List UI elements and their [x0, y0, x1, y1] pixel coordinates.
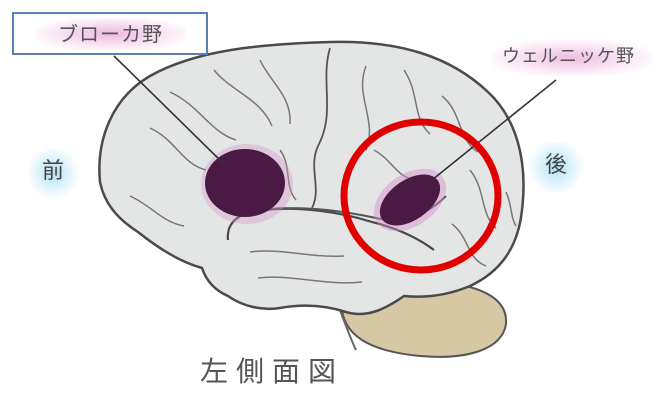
- brain-lateral-view-icon: [99, 42, 523, 314]
- broca-label: ブローカ野: [58, 24, 163, 44]
- front-direction-label: 前: [28, 148, 78, 198]
- back-direction-label: 後: [528, 142, 584, 192]
- front-label-text: 前: [28, 161, 78, 183]
- wernicke-label: ウェルニッケ野: [502, 48, 635, 66]
- wernicke-label-box: ウェルニッケ野: [492, 38, 652, 78]
- broca-area: [205, 149, 285, 217]
- broca-label-box: ブローカ野: [12, 12, 208, 55]
- diagram-caption: 左側面図: [200, 358, 344, 386]
- back-label-text: 後: [528, 155, 584, 177]
